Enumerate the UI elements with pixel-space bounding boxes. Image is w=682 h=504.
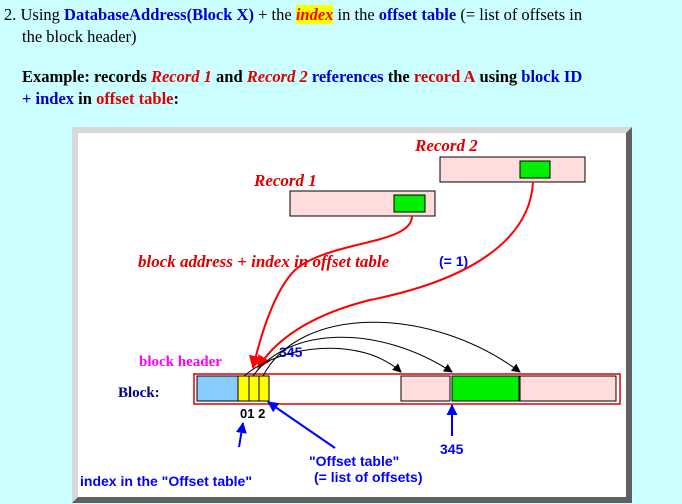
and-word: and xyxy=(216,67,243,86)
point-line-1: 2. Using DatabaseAddress(Block X) + the … xyxy=(4,5,582,25)
offset-table-caption: "Offset table" xyxy=(309,453,399,469)
colon: : xyxy=(173,89,180,108)
record-2-box xyxy=(439,156,586,183)
plus-the-text: + the xyxy=(258,5,292,24)
record-1-reference-arrow xyxy=(248,215,413,369)
offset-table-caption-sub: (= list of offsets) xyxy=(314,469,423,485)
offsets-paren: (= list of offsets in xyxy=(460,5,583,24)
offset-value-top: 345 xyxy=(279,344,303,360)
records-word: records xyxy=(93,67,147,86)
equals-one-label: (= 1) xyxy=(439,253,468,269)
point-using: Using xyxy=(20,5,60,24)
offset-arrow-to-record-a xyxy=(252,336,453,377)
block-label: Block: xyxy=(118,385,160,401)
offset-slot-0 xyxy=(237,375,250,402)
index-highlight: index xyxy=(295,5,334,24)
diagram-frame xyxy=(72,127,632,503)
point-line-2: the block header) xyxy=(22,27,137,46)
record-2-label: Record 2 xyxy=(414,136,478,155)
record-2-reference-arrow xyxy=(257,181,534,369)
record-a-slot xyxy=(451,375,520,402)
references-word: references xyxy=(311,67,384,86)
index-pointer-arrow xyxy=(235,422,247,448)
block-address-label: block address + index in offset table xyxy=(138,252,390,271)
offset-slot-1 xyxy=(248,375,260,402)
offset-index-digits: 01 2 xyxy=(240,406,265,421)
example-line-1: Example: records Record 1 and Record 2 r… xyxy=(22,67,582,87)
offset-value-bottom: 345 xyxy=(440,441,464,457)
point-number: 2. xyxy=(4,5,17,24)
record-1-term: Record 1 xyxy=(150,67,212,86)
offset-table-red-term: offset table xyxy=(96,89,174,108)
record-1-pointer-field xyxy=(393,194,426,213)
in-word: in xyxy=(78,89,92,108)
offset-table-term: offset table xyxy=(378,5,457,24)
record-1-label: Record 1 xyxy=(253,171,317,190)
plus-index-term: + index xyxy=(22,89,75,108)
record-2-pointer-field xyxy=(519,160,551,179)
offset-arrow-to-left-record xyxy=(243,347,402,377)
the-word: the xyxy=(387,67,410,86)
example-label: Example: xyxy=(22,67,90,86)
block-header-label: block header xyxy=(139,354,222,370)
offset-arrow-to-right-record xyxy=(262,321,521,377)
record-slot-right xyxy=(519,375,617,402)
database-address-func: DatabaseAddress(Block X) xyxy=(64,5,254,24)
index-caption: index in the "Offset table" xyxy=(80,473,252,489)
in-the-text: in the xyxy=(337,5,375,24)
example-line-2: + index in offset table: xyxy=(22,89,179,109)
record-a-term: record A xyxy=(413,67,476,86)
using-word: using xyxy=(479,67,518,86)
offset-table-pointer-arrow xyxy=(267,401,336,449)
block-id-term: block ID xyxy=(521,67,583,86)
block-header-area xyxy=(196,375,239,402)
record-slot-left xyxy=(400,375,451,402)
record-2-term: Record 2 xyxy=(246,67,308,86)
offset-slot-2 xyxy=(258,375,270,402)
